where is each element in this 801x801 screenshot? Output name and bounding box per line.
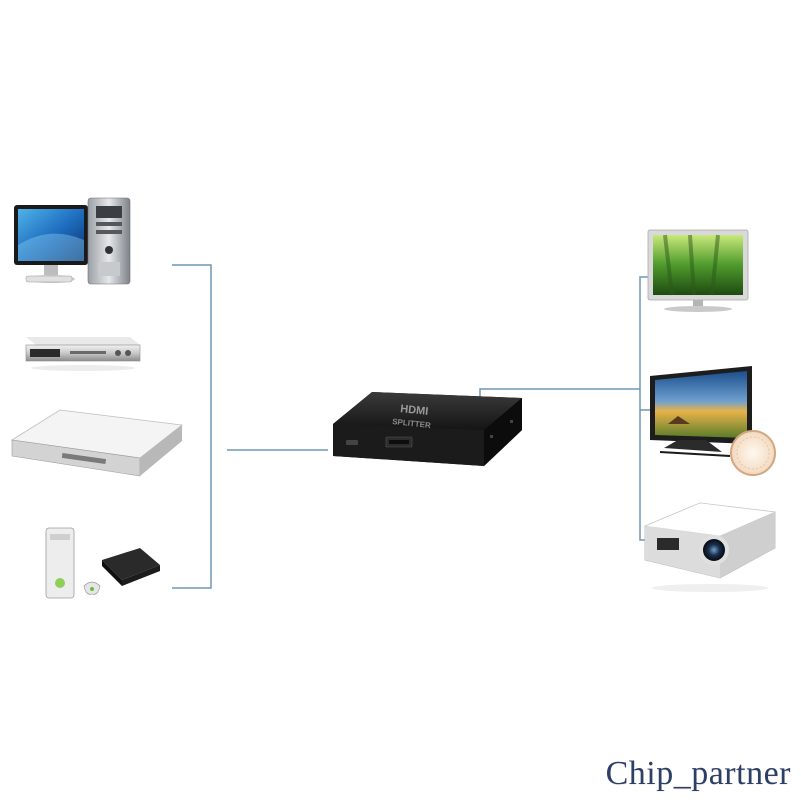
- badge-icon: [730, 430, 776, 476]
- hdmi-splitter-device: HDMI SPLITTER: [333, 392, 522, 466]
- projector-icon: [643, 502, 777, 592]
- game-consoles-icon: [45, 527, 160, 599]
- led-tv-icon: [647, 229, 749, 312]
- source-bus-line: [172, 264, 212, 589]
- splitter-brand-mark: HDMI: [400, 403, 429, 418]
- watermark-text: Chip_partner: [605, 755, 791, 792]
- desktop-computer-icon: [14, 197, 131, 285]
- set-top-box-icon: [10, 409, 184, 477]
- splitter-label: SPLITTER: [392, 417, 432, 430]
- lcd-monitor-icon: [650, 366, 752, 457]
- dvd-player-icon: [25, 337, 141, 371]
